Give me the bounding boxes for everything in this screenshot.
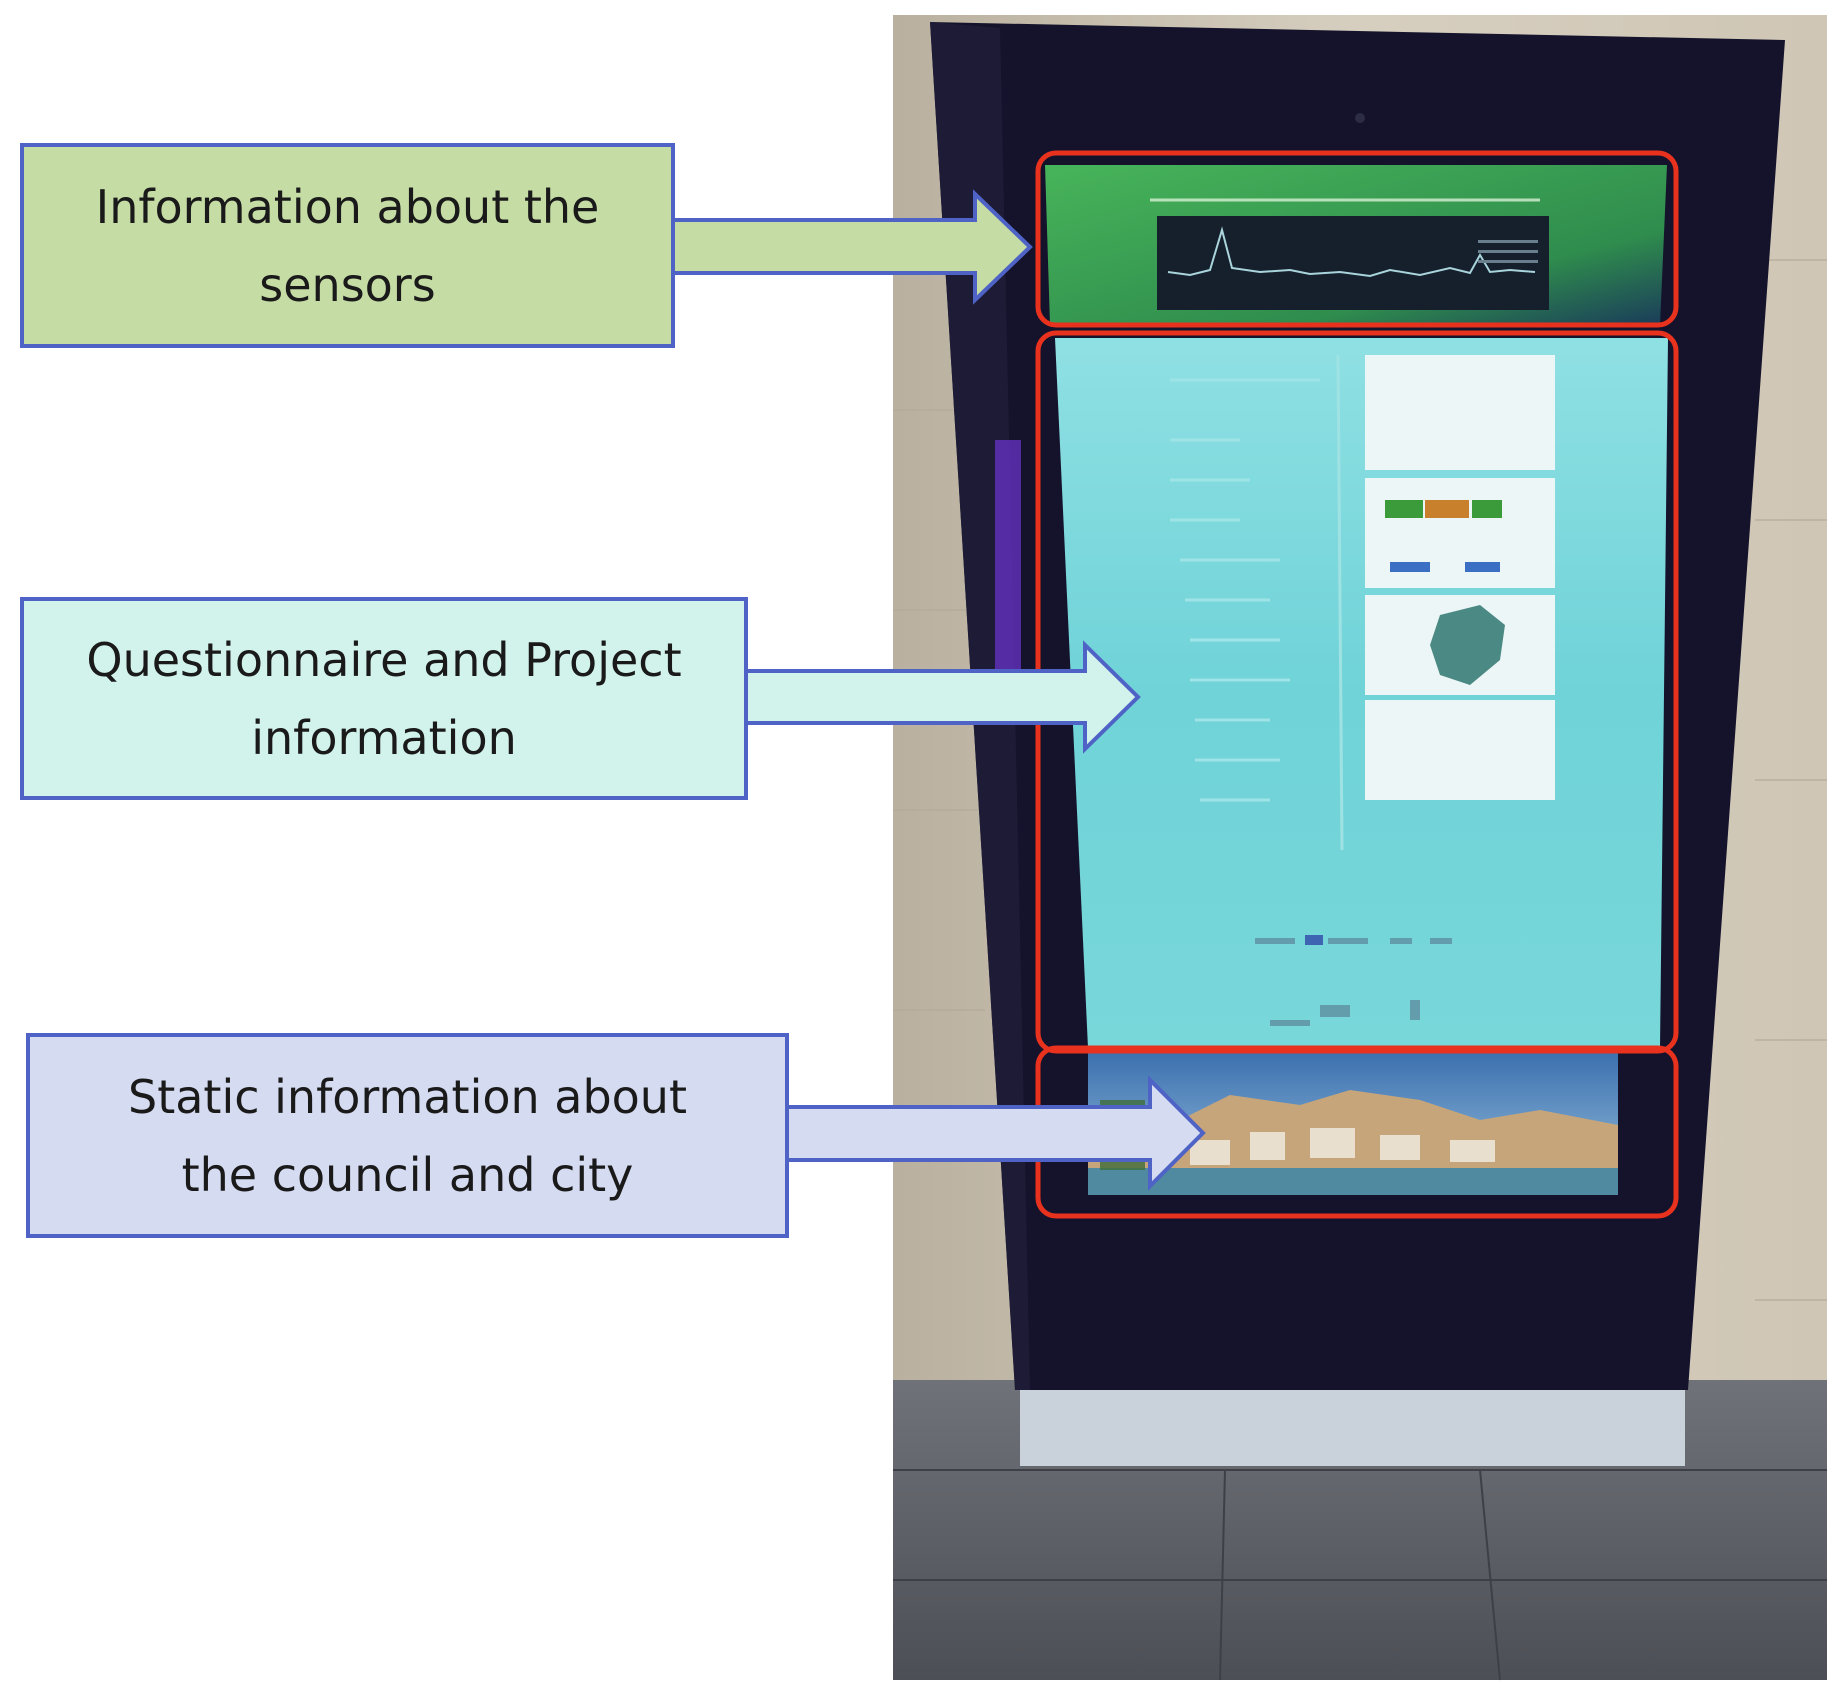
callout-sensors: Information about the sensors [20, 143, 675, 348]
questionnaire-list-lines [1170, 378, 1320, 802]
callout-static-info: Static information about the council and… [26, 1033, 789, 1238]
highlight-sensors [1035, 150, 1679, 328]
city-building-facades [1190, 1128, 1495, 1165]
callout-static-line1: Static information about [128, 1069, 687, 1124]
callout-questionnaire-line2: information [251, 710, 517, 765]
callout-questionnaire-line1: Questionnaire and Project [86, 632, 682, 687]
region-map-shape [1430, 605, 1505, 685]
kiosk-camera [1355, 113, 1365, 123]
arrow-questionnaire [743, 640, 1141, 754]
arrow-sensors [670, 189, 1033, 305]
callout-sensors-line2: sensors [259, 257, 436, 312]
kiosk-side-light [995, 440, 1021, 670]
callout-questionnaire: Questionnaire and Project information [20, 597, 748, 800]
floor-tile-lines [893, 1469, 1827, 1681]
sensor-chart-legend [1478, 240, 1538, 263]
sensor-chart-line [1167, 226, 1536, 278]
kiosk-base [1020, 1388, 1685, 1466]
callout-sensors-line1: Information about the [95, 179, 600, 234]
questionnaire-divider [1336, 354, 1344, 851]
arrow-static-info [784, 1075, 1206, 1191]
project-info-card-4 [1365, 700, 1555, 800]
river [1088, 1168, 1618, 1195]
project-info-card-1 [1365, 355, 1555, 470]
callout-static-line2: the council and city [181, 1147, 634, 1202]
footer-logos [1255, 935, 1452, 1026]
wall-tile-lines [893, 259, 1827, 1301]
